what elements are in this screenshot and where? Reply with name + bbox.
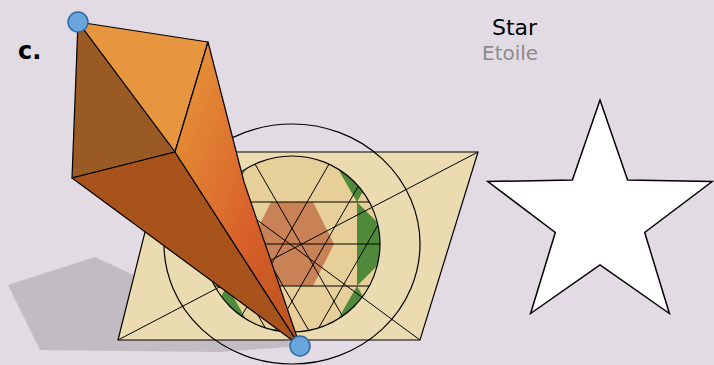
panel-letter: c. xyxy=(18,38,41,64)
corner-marker xyxy=(290,336,310,356)
folded-point xyxy=(72,22,300,346)
corner-marker xyxy=(68,12,88,32)
star-outline xyxy=(488,100,712,314)
english-label: Star xyxy=(492,16,537,40)
french-label: Etoile xyxy=(482,42,538,64)
